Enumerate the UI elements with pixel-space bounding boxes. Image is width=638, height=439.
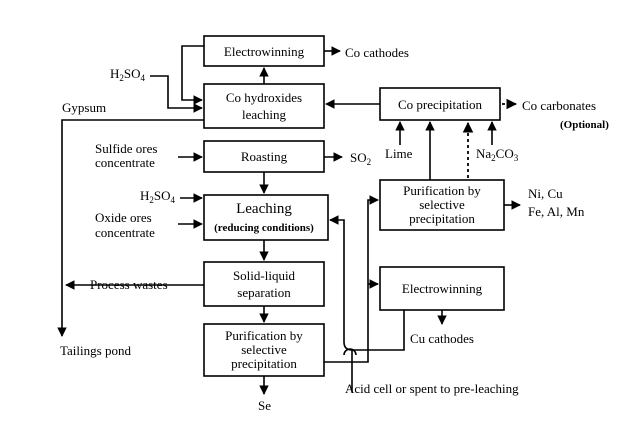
tailings-pond-label: Tailings pond (60, 343, 131, 358)
sulfide-ores-line1: Sulfide ores (95, 141, 157, 156)
na2co3-label: Na2CO3 (476, 146, 519, 163)
cu-cathodes-label: Cu cathodes (410, 331, 474, 346)
purification-bottom-box: Purification by selective precipitation (203, 323, 325, 377)
co-cathodes-label: Co cathodes (345, 45, 409, 60)
electrowinning-right-box: Electrowinning (379, 266, 505, 311)
purification-bottom-line3: precipitation (231, 356, 297, 371)
gypsum-label: Gypsum (62, 100, 106, 115)
leaching-label: leaching (242, 107, 287, 122)
solid-liquid-label: Solid-liquid (233, 268, 296, 283)
separation-label: separation (237, 285, 291, 300)
co-carbonates-label: Co carbonates (522, 98, 596, 113)
lime-label: Lime (385, 146, 413, 161)
purification-right-line2: selective (419, 197, 465, 212)
co-hydroxides-leaching-box: Co hydroxides leaching (203, 83, 325, 129)
impurities-line1: Ni, Cu (528, 186, 563, 201)
roasting-label: Roasting (241, 149, 288, 164)
electrowinning-right-label: Electrowinning (402, 281, 483, 296)
sulfide-ores-line2: concentrate (95, 155, 155, 170)
connector-lines (57, 45, 521, 395)
purification-bottom-line1: Purification by (225, 328, 303, 343)
optional-label: (Optional) (560, 119, 609, 131)
h2so4-top-label: H2SO4 (110, 66, 146, 83)
purification-bottom-line2: selective (241, 342, 287, 357)
co-precipitation-box: Co precipitation (379, 87, 501, 121)
crossover-bump (343, 348, 357, 356)
h2so4-mid-label: H2SO4 (140, 188, 176, 205)
so2-label: SO2 (350, 150, 371, 167)
co-precipitation-label: Co precipitation (398, 97, 483, 112)
se-label: Se (258, 398, 271, 413)
leaching-main-label: Leaching (236, 201, 292, 217)
leaching-box: Leaching (reducing conditions) (203, 194, 329, 241)
purification-right-line1: Purification by (403, 183, 481, 198)
purification-right-line3: precipitation (409, 211, 475, 226)
oxide-ores-line1: Oxide ores (95, 210, 152, 225)
roasting-box: Roasting (203, 140, 325, 173)
purification-right-box: Purification by selective precipitation (379, 179, 505, 231)
acid-cell-label: Acid cell or spent to pre-leaching (345, 381, 519, 396)
solid-liquid-separation-box: Solid-liquid separation (203, 261, 325, 307)
impurities-line2: Fe, Al, Mn (528, 204, 585, 219)
co-hydroxides-label: Co hydroxides (226, 90, 302, 105)
electrowinning-top-box: Electrowinning (203, 35, 325, 67)
reducing-conditions-label: (reducing conditions) (214, 222, 314, 234)
electrowinning-top-label: Electrowinning (224, 44, 305, 59)
oxide-ores-line2: concentrate (95, 225, 155, 240)
